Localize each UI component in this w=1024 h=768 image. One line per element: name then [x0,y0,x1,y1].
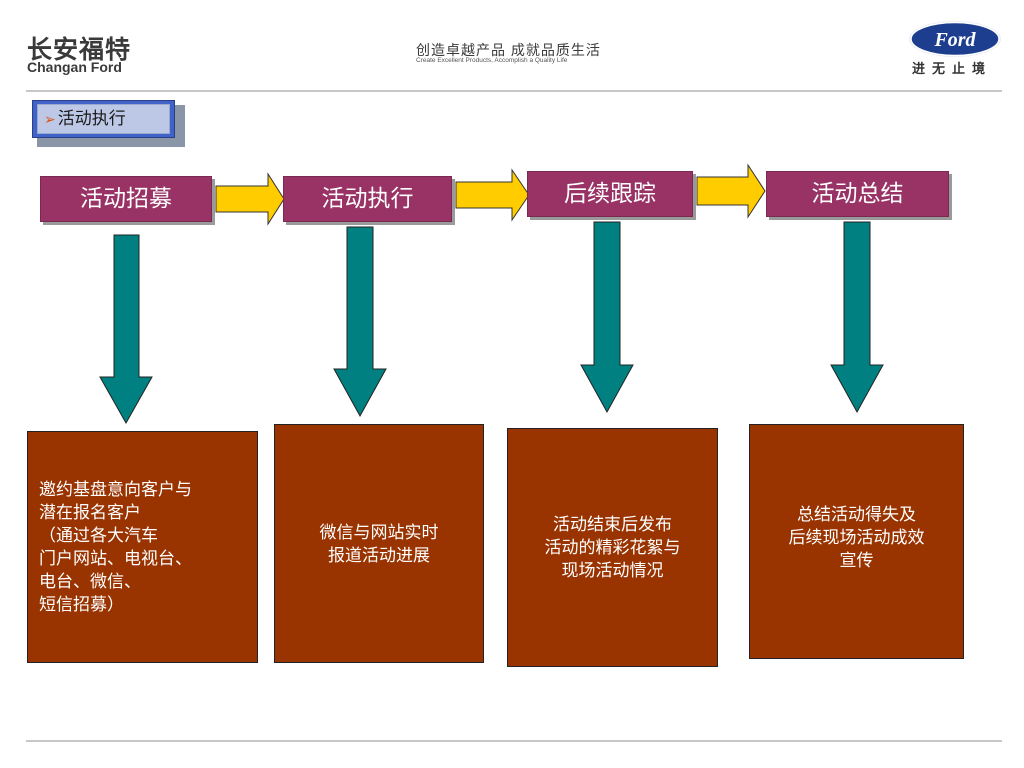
stage-follow-up: 后续跟踪 [527,171,693,217]
description-line: 邀约基盘意向客户与 [39,480,192,499]
description-line: 活动结束后发布 [553,515,672,534]
down-arrow-1 [99,234,153,425]
header-divider [26,90,1002,92]
description-box-execute: 微信与网站实时 报道活动进展 [274,424,484,663]
description-line: 报道活动进展 [328,545,430,565]
footer-divider [26,740,1002,742]
description-box-follow-up: 活动结束后发布 活动的精彩花絮与 现场活动情况 [507,428,718,667]
description-box-summary: 总结活动得失及 后续现场活动成效 宣传 [749,424,964,659]
description-line: 微信与网站实时 [319,522,439,542]
description-line: 短信招募） [39,595,124,614]
ford-logo: Ford [909,21,1001,57]
description-line: 宣传 [839,551,874,570]
description-box-recruit: 邀约基盘意向客户与 潜在报名客户 （通过各大汽车 门户网站、电视台、 电台、微信… [27,431,258,663]
description-line: 现场活动情况 [561,561,664,580]
slogan-english: Create Excellent Products, Accomplish a … [416,57,568,64]
slogan-chinese: 创造卓越产品 成就品质生活 [416,42,601,58]
down-arrow-3 [580,221,634,414]
brand-name-chinese: 长安福特 [27,36,132,64]
brand-name-english: Changan Ford [27,59,122,75]
stage-label: 后续跟踪 [564,181,656,206]
right-arrow-2 [455,168,530,222]
bullet-arrow-icon: ➢ [44,113,56,128]
description-line: 总结活动得失及 [797,505,916,524]
ford-tagline: 进无止境 [912,61,993,76]
stage-summary: 活动总结 [766,171,949,217]
ford-logo-text: Ford [933,29,976,51]
right-arrow-3 [696,163,766,219]
stage-execute: 活动执行 [283,176,452,222]
stage-label: 活动招募 [80,186,172,211]
right-arrow-1 [215,172,285,226]
down-arrow-2 [333,226,387,418]
stage-label: 活动执行 [321,186,414,211]
stage-recruit: 活动招募 [40,176,212,222]
description-line: 活动的精彩花絮与 [544,538,681,557]
stage-label: 活动总结 [811,181,904,206]
description-line: （通过各大汽车 [39,526,158,545]
section-title: 活动执行 [57,109,126,128]
description-line: 门户网站、电视台、 [39,549,192,568]
description-line: 后续现场活动成效 [788,528,925,547]
description-line: 潜在报名客户 [39,503,141,522]
down-arrow-4 [830,221,884,414]
section-tag: ➢活动执行 [32,100,185,147]
description-line: 电台、微信、 [39,572,141,591]
